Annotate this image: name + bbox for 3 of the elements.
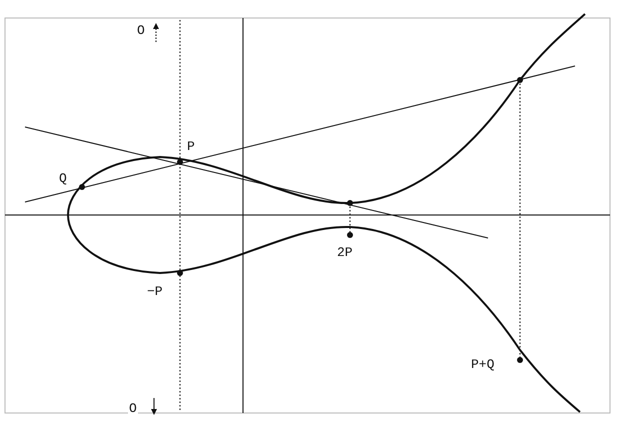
point-label: P+Q [470, 358, 496, 372]
point-label: O [128, 402, 138, 416]
point-label: Q [58, 172, 68, 186]
